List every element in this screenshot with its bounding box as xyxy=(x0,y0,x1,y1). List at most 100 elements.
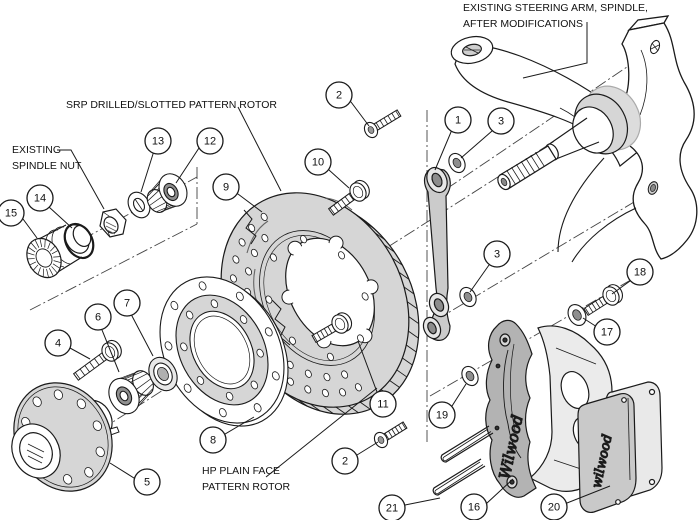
callout-circle xyxy=(44,329,72,357)
hub-bolt-4 xyxy=(72,339,122,381)
label-leaders xyxy=(57,22,588,478)
callout-number: 20 xyxy=(548,502,560,514)
callout-number: 4 xyxy=(55,338,61,350)
spindle-upright xyxy=(557,15,698,263)
callout-4: 4 xyxy=(44,329,91,360)
callout-circle xyxy=(212,173,240,201)
callout-18: 18 xyxy=(611,258,654,295)
callout-11: 11 xyxy=(357,340,397,418)
callout-circle xyxy=(626,258,654,286)
spindle-nut-part xyxy=(99,208,127,238)
callout-2: 2 xyxy=(331,441,379,475)
bracket-bolt-10a xyxy=(327,179,370,216)
hub xyxy=(11,382,120,492)
callout-number: 8 xyxy=(210,435,216,447)
callout-21: 21 xyxy=(378,494,441,520)
steering-arm-label: EXISTING STEERING ARM, SPINDLE, AFTER MO… xyxy=(463,2,648,30)
callout-circle xyxy=(593,318,621,346)
rotor-adapter-hat xyxy=(159,276,289,427)
callout-number: 5 xyxy=(144,477,150,489)
outer-bearing xyxy=(146,173,188,213)
callout-15: 15 xyxy=(0,199,38,239)
callout-circle xyxy=(378,494,406,520)
callout-number: 3 xyxy=(498,116,504,128)
callout-14: 14 xyxy=(26,184,73,229)
callout-number: 17 xyxy=(601,327,613,339)
callout-9: 9 xyxy=(212,173,263,213)
brake-pads: wilwood xyxy=(577,381,663,513)
callout-number: 10 xyxy=(312,157,324,169)
callout-circle xyxy=(540,493,568,520)
bracket-bolt-10b xyxy=(311,312,353,344)
callout-13: 13 xyxy=(140,127,172,193)
callout-10: 10 xyxy=(304,148,350,189)
callout-circle xyxy=(199,426,227,454)
callout-circle xyxy=(84,303,112,331)
callout-circle xyxy=(483,240,511,268)
o-ring xyxy=(63,222,95,260)
callout-number: 3 xyxy=(494,249,500,261)
washer-3b xyxy=(459,286,477,308)
callout-16: 16 xyxy=(460,478,514,520)
callout-circle xyxy=(331,447,359,475)
callout-number: 6 xyxy=(95,312,101,324)
hat-bolt-holes xyxy=(164,281,280,418)
srp-label-leader xyxy=(237,106,282,192)
inner-bearing xyxy=(108,370,154,415)
callout-19: 19 xyxy=(428,383,467,429)
callout-number: 7 xyxy=(124,298,130,310)
spindle xyxy=(497,85,642,191)
callout-circle xyxy=(0,199,25,227)
callout-circle xyxy=(133,468,161,496)
tang-washer xyxy=(127,191,151,219)
callout-circle xyxy=(428,401,456,429)
callout-number: 2 xyxy=(342,456,348,468)
rotor-bolt-2b xyxy=(373,421,408,449)
callout-number: 1 xyxy=(455,115,461,127)
caliper-bracket xyxy=(422,166,451,341)
grease-seal xyxy=(148,356,178,392)
caliper-bolt-18 xyxy=(583,284,624,317)
callout-20: 20 xyxy=(540,485,611,520)
callout-17: 17 xyxy=(582,317,621,346)
callout-number: 9 xyxy=(223,182,229,194)
callout-6: 6 xyxy=(84,303,120,373)
spindle-nut-label: EXISTING SPINDLE NUT xyxy=(12,144,82,172)
callout-number: 13 xyxy=(152,136,164,148)
callout-number: 21 xyxy=(386,503,398,515)
callout-circle xyxy=(144,127,172,155)
washer-3a xyxy=(448,152,466,174)
callout-2: 2 xyxy=(325,81,370,127)
callout-number: 19 xyxy=(436,410,448,422)
callout-circle xyxy=(487,107,515,135)
callout-circle xyxy=(460,493,488,520)
steering-label-leader xyxy=(522,22,588,79)
dust-cap xyxy=(26,224,92,279)
callout-1: 1 xyxy=(434,106,472,171)
callout-8: 8 xyxy=(199,416,255,454)
callout-circle xyxy=(325,81,353,109)
pad-clips xyxy=(432,425,494,496)
countersunk-screw xyxy=(649,39,661,55)
hub-bore-threads xyxy=(26,443,45,464)
callout-circle xyxy=(304,148,332,176)
callout-number: 14 xyxy=(34,193,46,205)
callout-circle xyxy=(444,106,472,134)
callout-number: 11 xyxy=(377,399,388,411)
frame-lower-line xyxy=(29,223,198,311)
rotor-center-hole xyxy=(281,235,379,349)
callout-circle xyxy=(369,390,397,418)
spindle-nut-label-leader xyxy=(57,149,105,210)
callout-circle xyxy=(113,289,141,317)
callout-7: 7 xyxy=(113,289,154,357)
callout-3: 3 xyxy=(460,107,515,159)
hp-label-leader xyxy=(265,387,378,478)
bracket-upper-axis xyxy=(429,43,662,201)
callout-number: 15 xyxy=(5,208,17,220)
srp-rotor-label: SRP DRILLED/SLOTTED PATTERN ROTOR xyxy=(66,99,278,111)
callout-number: 16 xyxy=(468,502,480,514)
callout-number: 2 xyxy=(336,90,342,102)
